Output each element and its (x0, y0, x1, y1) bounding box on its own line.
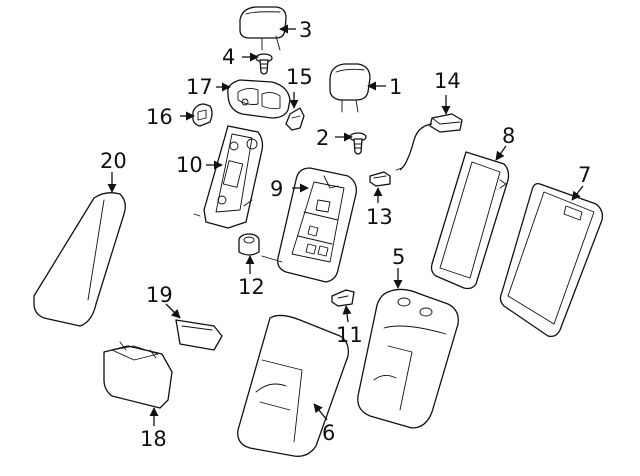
part-12-bushing (238, 233, 260, 256)
callout-6: 6 (322, 421, 335, 445)
callout-labels: 3 4 17 15 1 16 2 14 8 10 9 13 7 20 12 5 … (100, 18, 591, 451)
callout-16: 16 (146, 105, 173, 129)
part-15-clip (285, 107, 305, 131)
callout-19: 19 (146, 283, 173, 307)
part-19-trim (175, 319, 223, 351)
part-14-wire-harness (395, 113, 463, 171)
callout-14: 14 (434, 69, 461, 93)
callout-7: 7 (578, 163, 591, 187)
part-9-seatback-frame (261, 167, 357, 283)
callout-18: 18 (140, 427, 167, 451)
callout-12: 12 (238, 275, 265, 299)
callout-4: 4 (222, 45, 235, 69)
part-11-latch (331, 289, 355, 307)
callout-10: 10 (176, 153, 203, 177)
part-7-back-panel (499, 182, 604, 338)
callout-11: 11 (336, 323, 363, 347)
part-5-seatback-cover (357, 288, 459, 429)
callout-8: 8 (502, 124, 515, 148)
callout-9: 9 (270, 177, 283, 201)
part-6-seatback-cover (237, 314, 349, 457)
callout-1: 1 (389, 75, 402, 99)
callout-13: 13 (366, 205, 393, 229)
part-18-storage-bin (103, 341, 173, 409)
callout-17: 17 (186, 75, 213, 99)
callout-5: 5 (392, 245, 405, 269)
part-4-bolt (255, 53, 273, 75)
callout-15: 15 (286, 65, 313, 89)
part-8-back-panel (430, 151, 510, 290)
part-2-bolt (349, 132, 367, 155)
callout-3: 3 (299, 18, 312, 42)
part-17-housing (227, 79, 291, 119)
part-10-left-frame (193, 125, 264, 229)
part-20-side-bolster (33, 192, 126, 327)
part-13-bracket (369, 171, 391, 187)
callout-2: 2 (316, 126, 329, 150)
part-1-outer-headrest (329, 63, 371, 113)
part-16-bezel (192, 103, 213, 127)
leader-lines (107, 24, 584, 426)
part-3-center-headrest (239, 6, 287, 51)
callout-20: 20 (100, 149, 127, 173)
